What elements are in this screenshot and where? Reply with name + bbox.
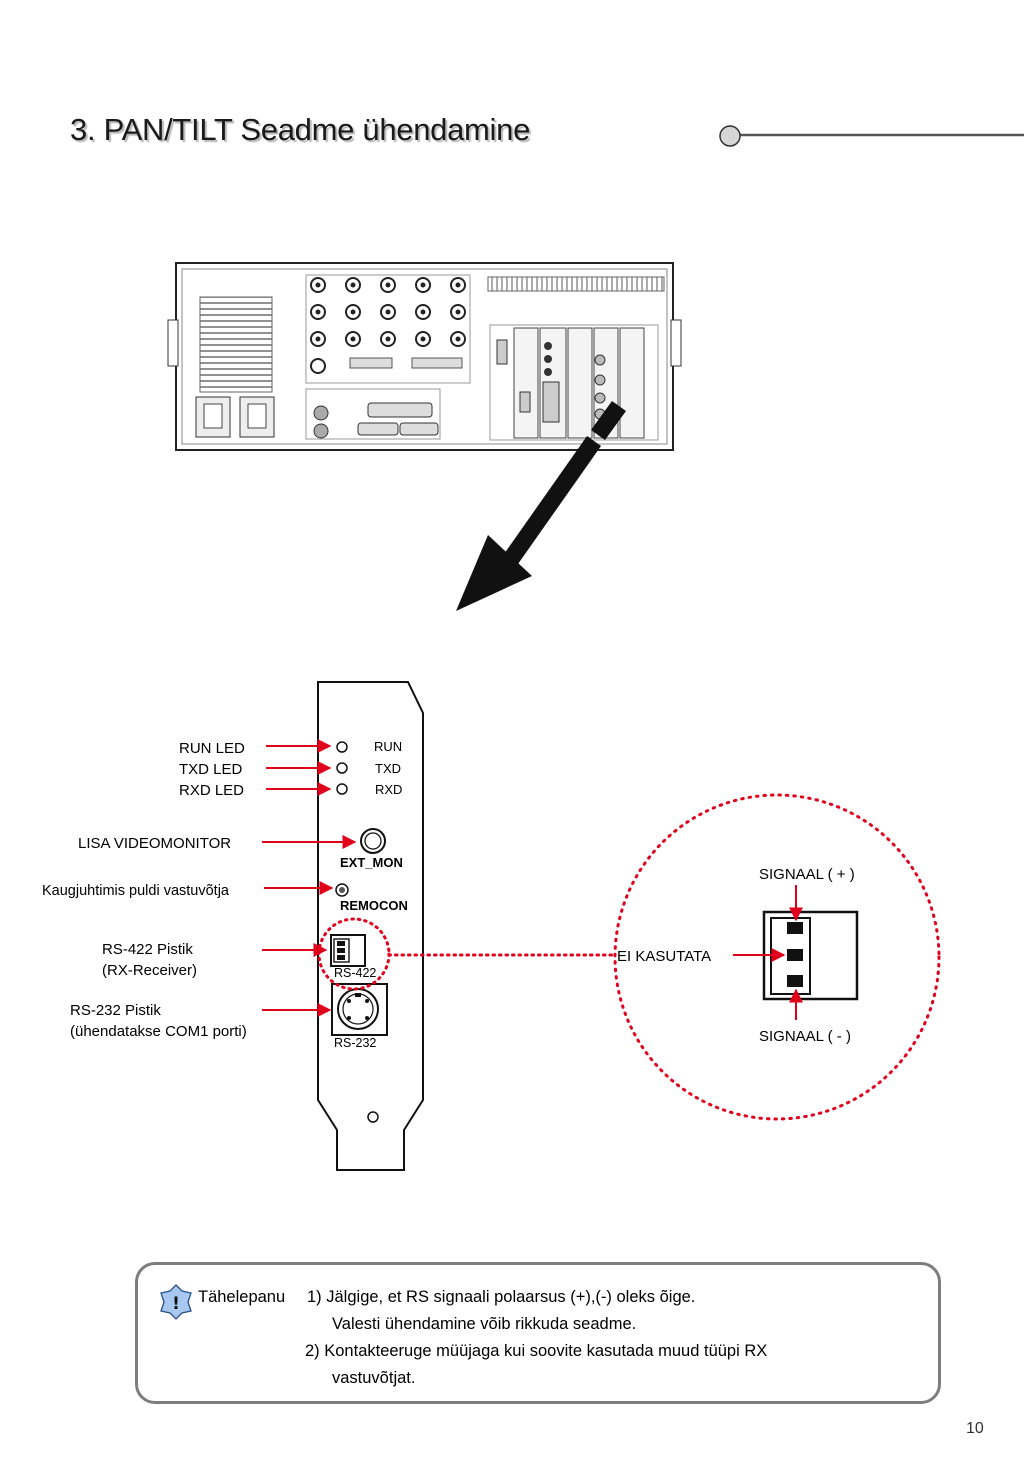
card-run-label: RUN xyxy=(374,739,403,754)
rs232-label-line2: (ühendatakse COM1 porti) xyxy=(70,1023,247,1040)
bnc-connector-pin xyxy=(315,309,321,315)
bnc-connector-grid xyxy=(310,277,466,374)
card-rs422-label: RS-422 xyxy=(334,966,377,980)
bnc-connector-icon xyxy=(310,358,326,374)
note-item-1: 1) Jälgige, et RS signaali polaarsus (+)… xyxy=(307,1288,696,1306)
bracket-hole-icon xyxy=(367,1111,379,1123)
header-bullet-icon xyxy=(719,125,741,147)
card-rs232-label: RS-232 xyxy=(334,1036,377,1050)
bnc-connector-pin xyxy=(385,282,391,288)
svg-text:!: ! xyxy=(172,1294,180,1314)
bnc-connector-pin xyxy=(315,336,321,342)
bnc-connector-pin xyxy=(350,336,356,342)
note-heading: Tähelepanu xyxy=(198,1288,286,1306)
callout-arrows xyxy=(262,739,357,1017)
rs422-label-line1: RS-422 Pistik xyxy=(102,941,193,958)
dvr-rear-panel xyxy=(167,262,682,451)
run-led-icon xyxy=(336,741,348,753)
page-title: 3. PAN/TILT Seadme ühendamine xyxy=(70,112,531,147)
not-used-label: EI KASUTATA xyxy=(617,948,712,965)
note-item-2: 2) Kontakteeruge müüjaga kui soovite kas… xyxy=(305,1342,768,1360)
rs422-connector-icon xyxy=(330,934,366,967)
txd-led-icon xyxy=(336,762,348,774)
bnc-connector-pin xyxy=(455,336,461,342)
rxd-led-icon xyxy=(336,783,348,795)
bnc-connector-pin xyxy=(420,282,426,288)
page-number: 10 xyxy=(966,1420,984,1437)
video-monitor-label: LISA VIDEOMONITOR xyxy=(78,835,232,852)
txd-led-label: TXD LED xyxy=(179,761,243,778)
signal-plus-label: SIGNAAL ( + ) xyxy=(759,866,855,883)
run-led-label: RUN LED xyxy=(179,740,245,757)
card-ext-mon-label: EXT_MON xyxy=(340,855,403,870)
bnc-connector-pin xyxy=(385,309,391,315)
zoom-detail-circle xyxy=(613,793,941,1121)
bnc-connector-pin xyxy=(350,309,356,315)
bnc-connector-pin xyxy=(455,309,461,315)
bnc-connector-pin xyxy=(455,282,461,288)
bnc-connector-pin xyxy=(350,282,356,288)
card-rxd-label: RXD xyxy=(375,782,403,797)
note-box xyxy=(135,1262,941,1404)
bnc-connector-pin xyxy=(420,309,426,315)
rs232-label-line1: RS-232 Pistik xyxy=(70,1002,161,1019)
header-rule xyxy=(719,125,1024,147)
card-remocon-label: REMOCON xyxy=(340,898,408,913)
note-item-1-cont: Valesti ühendamine võib rikkuda seadme. xyxy=(332,1315,637,1333)
rs422-label-line2: (RX-Receiver) xyxy=(102,962,198,979)
remote-receiver-label: Kaugjuhtimis puldi vastuvõtja xyxy=(42,883,229,899)
bnc-connector-pin xyxy=(385,336,391,342)
pci-bracket-outline xyxy=(317,681,424,1171)
note-item-2-cont: vastuvõtjat. xyxy=(332,1369,416,1387)
diagonal-pointer-arrow xyxy=(456,401,626,611)
exclamation-icon: ! xyxy=(160,1284,192,1320)
rs232-minidin-icon xyxy=(331,983,388,1036)
bnc-connector-pin xyxy=(315,282,321,288)
card-txd-label: TXD xyxy=(375,761,401,776)
bnc-connector-pin xyxy=(420,336,426,342)
rxd-led-label: RXD LED xyxy=(179,782,245,799)
signal-minus-label: SIGNAAL ( - ) xyxy=(759,1028,851,1045)
